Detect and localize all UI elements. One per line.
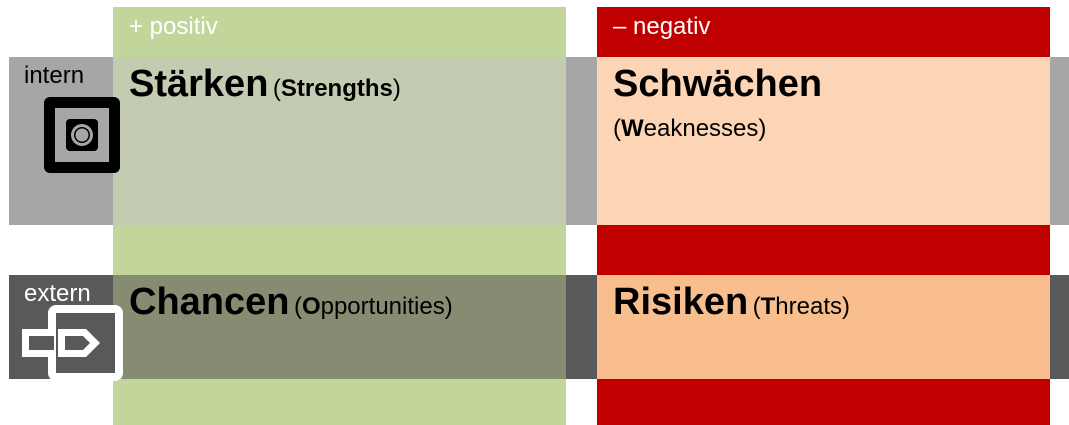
internal-square-icon — [44, 97, 120, 173]
threats-title: Risiken — [613, 281, 749, 323]
strengths-title: Stärken — [129, 63, 269, 105]
quadrant-title-strengths: Stärken (Strengths) — [129, 63, 401, 106]
weaknesses-sub-bold: W — [621, 115, 644, 142]
row-label-internal: intern — [24, 62, 85, 89]
external-arrow-icon — [22, 305, 123, 381]
column-strip-negative-bottom — [597, 379, 1050, 425]
threats-paren-close: ) — [842, 293, 850, 320]
threats-sub-bold: T — [760, 293, 776, 320]
row-label-external: extern — [24, 280, 91, 307]
column-header-positive: + positiv — [113, 7, 566, 57]
column-label-positive: + positiv — [129, 13, 218, 40]
quadrant-title-threats: Risiken (Threats) — [613, 281, 850, 324]
opportunities-sub-rest: pportunities — [320, 293, 445, 320]
threats-paren-open: ( — [752, 293, 761, 320]
column-label-negative: – negativ — [613, 13, 711, 40]
quadrant-threats: Risiken (Threats) — [597, 275, 1050, 379]
strengths-sub-bold: Strengths — [280, 75, 393, 102]
opportunities-title: Chancen — [129, 281, 290, 323]
weaknesses-paren-close: ) — [758, 115, 767, 142]
quadrant-opportunities: Chancen (Opportunities) — [113, 275, 566, 379]
column-strip-negative-middle — [597, 225, 1050, 275]
weaknesses-title: Schwächen — [613, 63, 823, 105]
quadrant-weaknesses: Schwächen (Weaknesses) — [597, 57, 1050, 225]
threats-sub-rest: hreats — [775, 293, 842, 320]
weaknesses-paren-open: ( — [613, 115, 621, 142]
opportunities-paren-open: ( — [293, 293, 302, 320]
quadrant-strengths: Stärken (Strengths) — [113, 57, 566, 225]
weaknesses-subtitle: (Weaknesses) — [613, 115, 766, 143]
strengths-paren-open: ( — [272, 75, 281, 102]
opportunities-paren-close: ) — [444, 293, 453, 320]
column-strip-positive-middle — [113, 225, 566, 275]
column-header-negative: – negativ — [597, 7, 1050, 57]
weaknesses-sub-rest: eaknesses — [643, 115, 759, 142]
column-strip-positive-bottom — [113, 379, 566, 425]
opportunities-sub-bold: O — [301, 293, 321, 320]
quadrant-title-opportunities: Chancen (Opportunities) — [129, 281, 453, 324]
strengths-paren-close: ) — [392, 75, 401, 102]
